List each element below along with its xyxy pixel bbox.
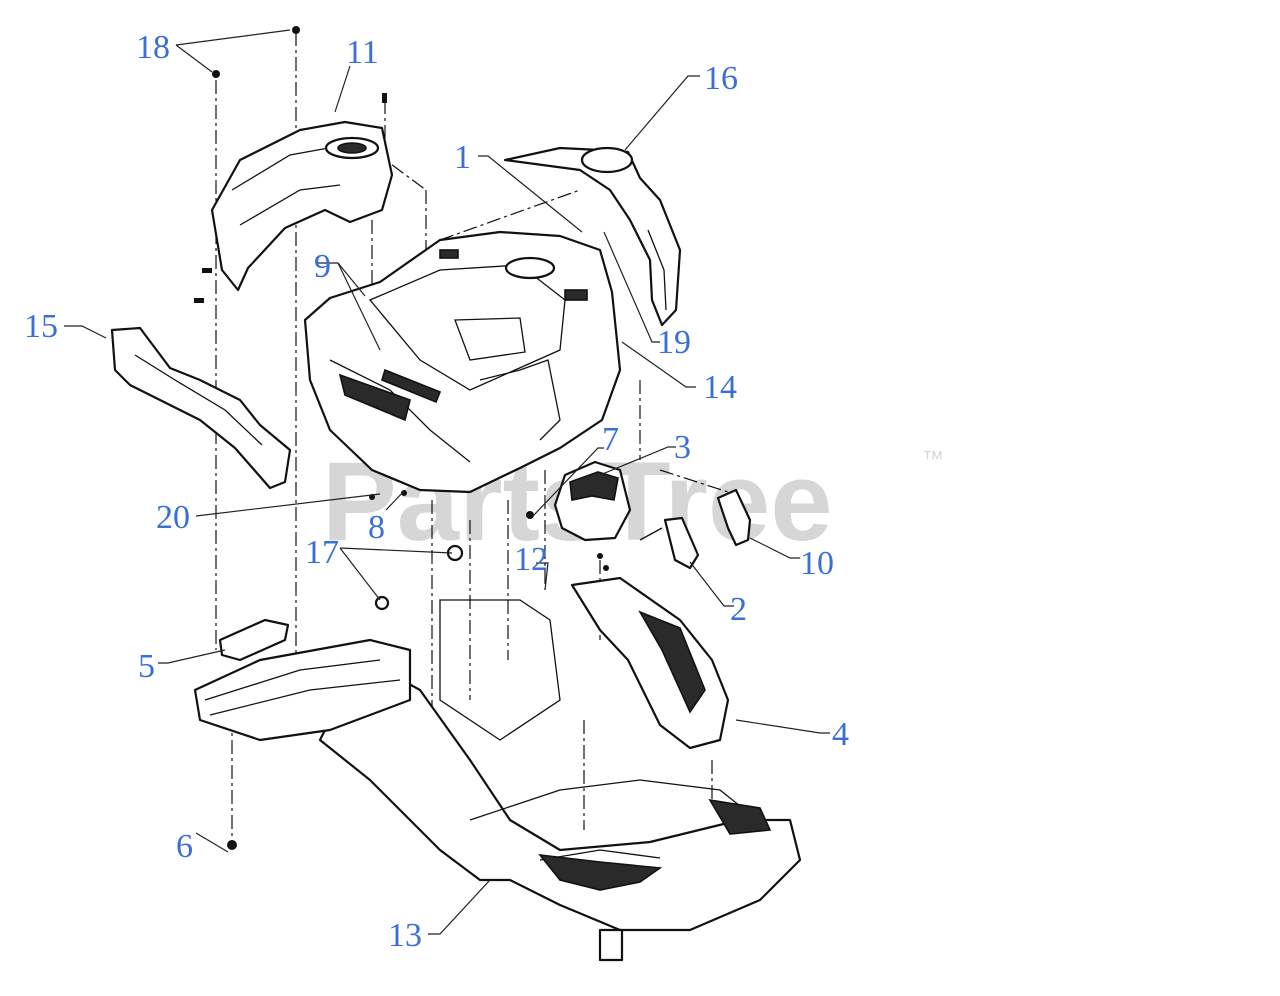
callout-20: 20 [156,499,190,536]
callout-15: 15 [24,308,58,345]
console-cover [526,460,632,542]
callout-8: 8 [368,509,385,546]
hardware [212,26,609,850]
switch-part [639,516,700,570]
callout-13: 13 [388,917,422,954]
watermark-trademark: ™ [922,446,944,471]
callout-12: 12 [514,541,548,578]
assembly-lines [215,32,729,840]
callout-1: 1 [454,139,471,176]
right-fender [503,146,682,327]
left-fender [194,93,394,303]
callout-19: 19 [657,324,691,361]
callout-labels: 18 11 16 1 9 15 19 14 7 3 20 8 12 17 10 … [24,29,849,954]
callout-10: 10 [800,545,834,582]
callout-9: 9 [314,248,331,285]
callout-16: 16 [704,60,738,97]
callout-17: 17 [305,534,339,571]
callout-7: 7 [602,421,619,458]
callout-11: 11 [346,34,379,71]
callout-18: 18 [136,29,170,66]
callout-6: 6 [176,828,193,865]
left-side-panel [110,326,292,490]
handle-part [716,488,752,547]
callout-2: 2 [730,591,747,628]
callout-5: 5 [138,648,155,685]
leader-lines [64,29,830,935]
body-shell [303,230,622,494]
lower-frame-body [318,576,802,962]
callout-14: 14 [703,369,737,406]
chassis-frame [193,618,412,742]
callout-4: 4 [832,716,849,753]
callout-3: 3 [674,429,691,466]
